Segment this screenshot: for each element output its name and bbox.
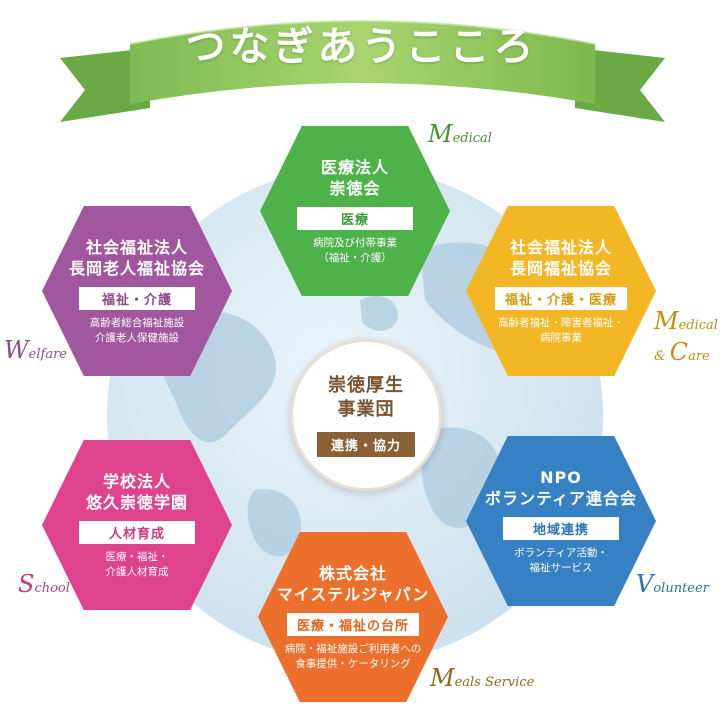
label-care-prefix: & [654,349,670,364]
meals-name-line1: 株式会社 [318,563,387,583]
label-school-cap: S [18,570,35,598]
hex-school: 学校法人 悠久崇徳学園 人材育成 医療・福祉・ 介護人材育成 [42,440,232,610]
nagaoka-desc-line1: 高齢者福祉・障害者福祉・ [498,316,624,329]
npo-desc-line2: 福祉サービス [529,561,593,574]
nagaoka-desc-line2: 病院事業 [540,331,582,344]
hex-elderly-welfare: 社会福祉法人 長岡老人福祉協会 福祉・介護 高齢者総合福祉施設 介護老人保健施設 [42,206,232,376]
school-desc-line2: 介護人材育成 [105,565,169,578]
medical-desc-line1: 病院及び付帯事業 [313,236,397,249]
label-medical-care-cap: M [654,307,679,335]
nagaoka-tag: 福祉・介護・医療 [494,286,627,310]
label-welfare-rest: elfare [28,347,67,362]
elderly-tag: 福祉・介護 [79,286,195,310]
label-volunteer-rest: olunteer [653,581,709,596]
meals-tag: 医療・福祉の台所 [286,612,419,636]
school-name-line1: 学校法人 [102,471,171,491]
school-desc-line1: 医療・福祉・ [105,550,169,563]
nagaoka-name-line1: 社会福祉法人 [509,237,612,257]
center-tag: 連携・協力 [316,431,415,457]
center-circle: 崇徳厚生 事業団 連携・協力 [290,339,442,491]
center-name-line1: 崇徳厚生 [328,374,404,396]
hex-medical: 医療法人 崇徳会 医療 病院及び付帯事業 （福祉・介護） [260,126,450,296]
label-care-rest: are [688,349,710,364]
label-medical: Medical [428,120,492,148]
meals-desc-line2: 食事提供・ケータリング [295,657,411,670]
label-medical-care-rest: edical [678,318,718,333]
school-name-line2: 悠久崇徳学園 [85,492,188,512]
elderly-desc-line1: 高齢者総合福祉施設 [89,316,185,329]
label-medical-cap: M [428,120,453,148]
label-school: School [18,570,70,598]
nagaoka-name-line2: 長岡福祉協会 [509,258,612,278]
ribbon-banner [60,20,665,122]
label-welfare: Welfare [4,336,67,364]
elderly-name-line2: 長岡老人福祉協会 [68,258,205,278]
npo-tag: 地域連携 [503,516,619,540]
hex-meals: 株式会社 マイステルジャパン 医療・福祉の台所 病院・福祉施設ご利用者への 食事… [258,532,448,702]
npo-name-line2: ボランティア連合会 [484,488,638,508]
label-medical-care: Medical & Care [654,308,718,370]
label-meals-cap: M [430,664,455,692]
banner-title: つなぎあうこころ [185,24,538,70]
label-volunteer-cap: V [636,570,654,598]
hex-nagaoka-welfare: 社会福祉法人 長岡福祉協会 福祉・介護・医療 高齢者福祉・障害者福祉・ 病院事業 [466,206,656,376]
hex-npo: NPO ボランティア連合会 地域連携 ボランティア活動・ 福祉サービス [466,436,656,606]
label-meals-service: Meals Service [430,664,534,692]
center-name-line2: 事業団 [337,398,395,420]
medical-name-line2: 崇徳会 [329,178,381,198]
medical-tag: 医療 [297,206,413,230]
meals-name-line2: マイステルジャパン [276,584,430,604]
label-meals-rest: eals Service [454,675,535,690]
school-tag: 人材育成 [79,520,195,544]
meals-desc-line1: 病院・福祉施設ご利用者への [284,642,422,655]
label-care-cap: C [669,338,689,366]
elderly-name-line1: 社会福祉法人 [85,237,188,257]
medical-name-line1: 医療法人 [320,157,389,177]
label-medical-rest: edical [452,131,492,146]
elderly-desc-line2: 介護老人保健施設 [95,331,179,344]
npo-desc-line1: ボランティア活動・ [514,546,608,559]
npo-name-line1: NPO [540,467,582,487]
label-volunteer: Volunteer [636,570,709,598]
medical-desc-line2: （福祉・介護） [318,251,392,264]
label-school-rest: chool [34,581,70,596]
label-welfare-cap: W [4,336,29,364]
